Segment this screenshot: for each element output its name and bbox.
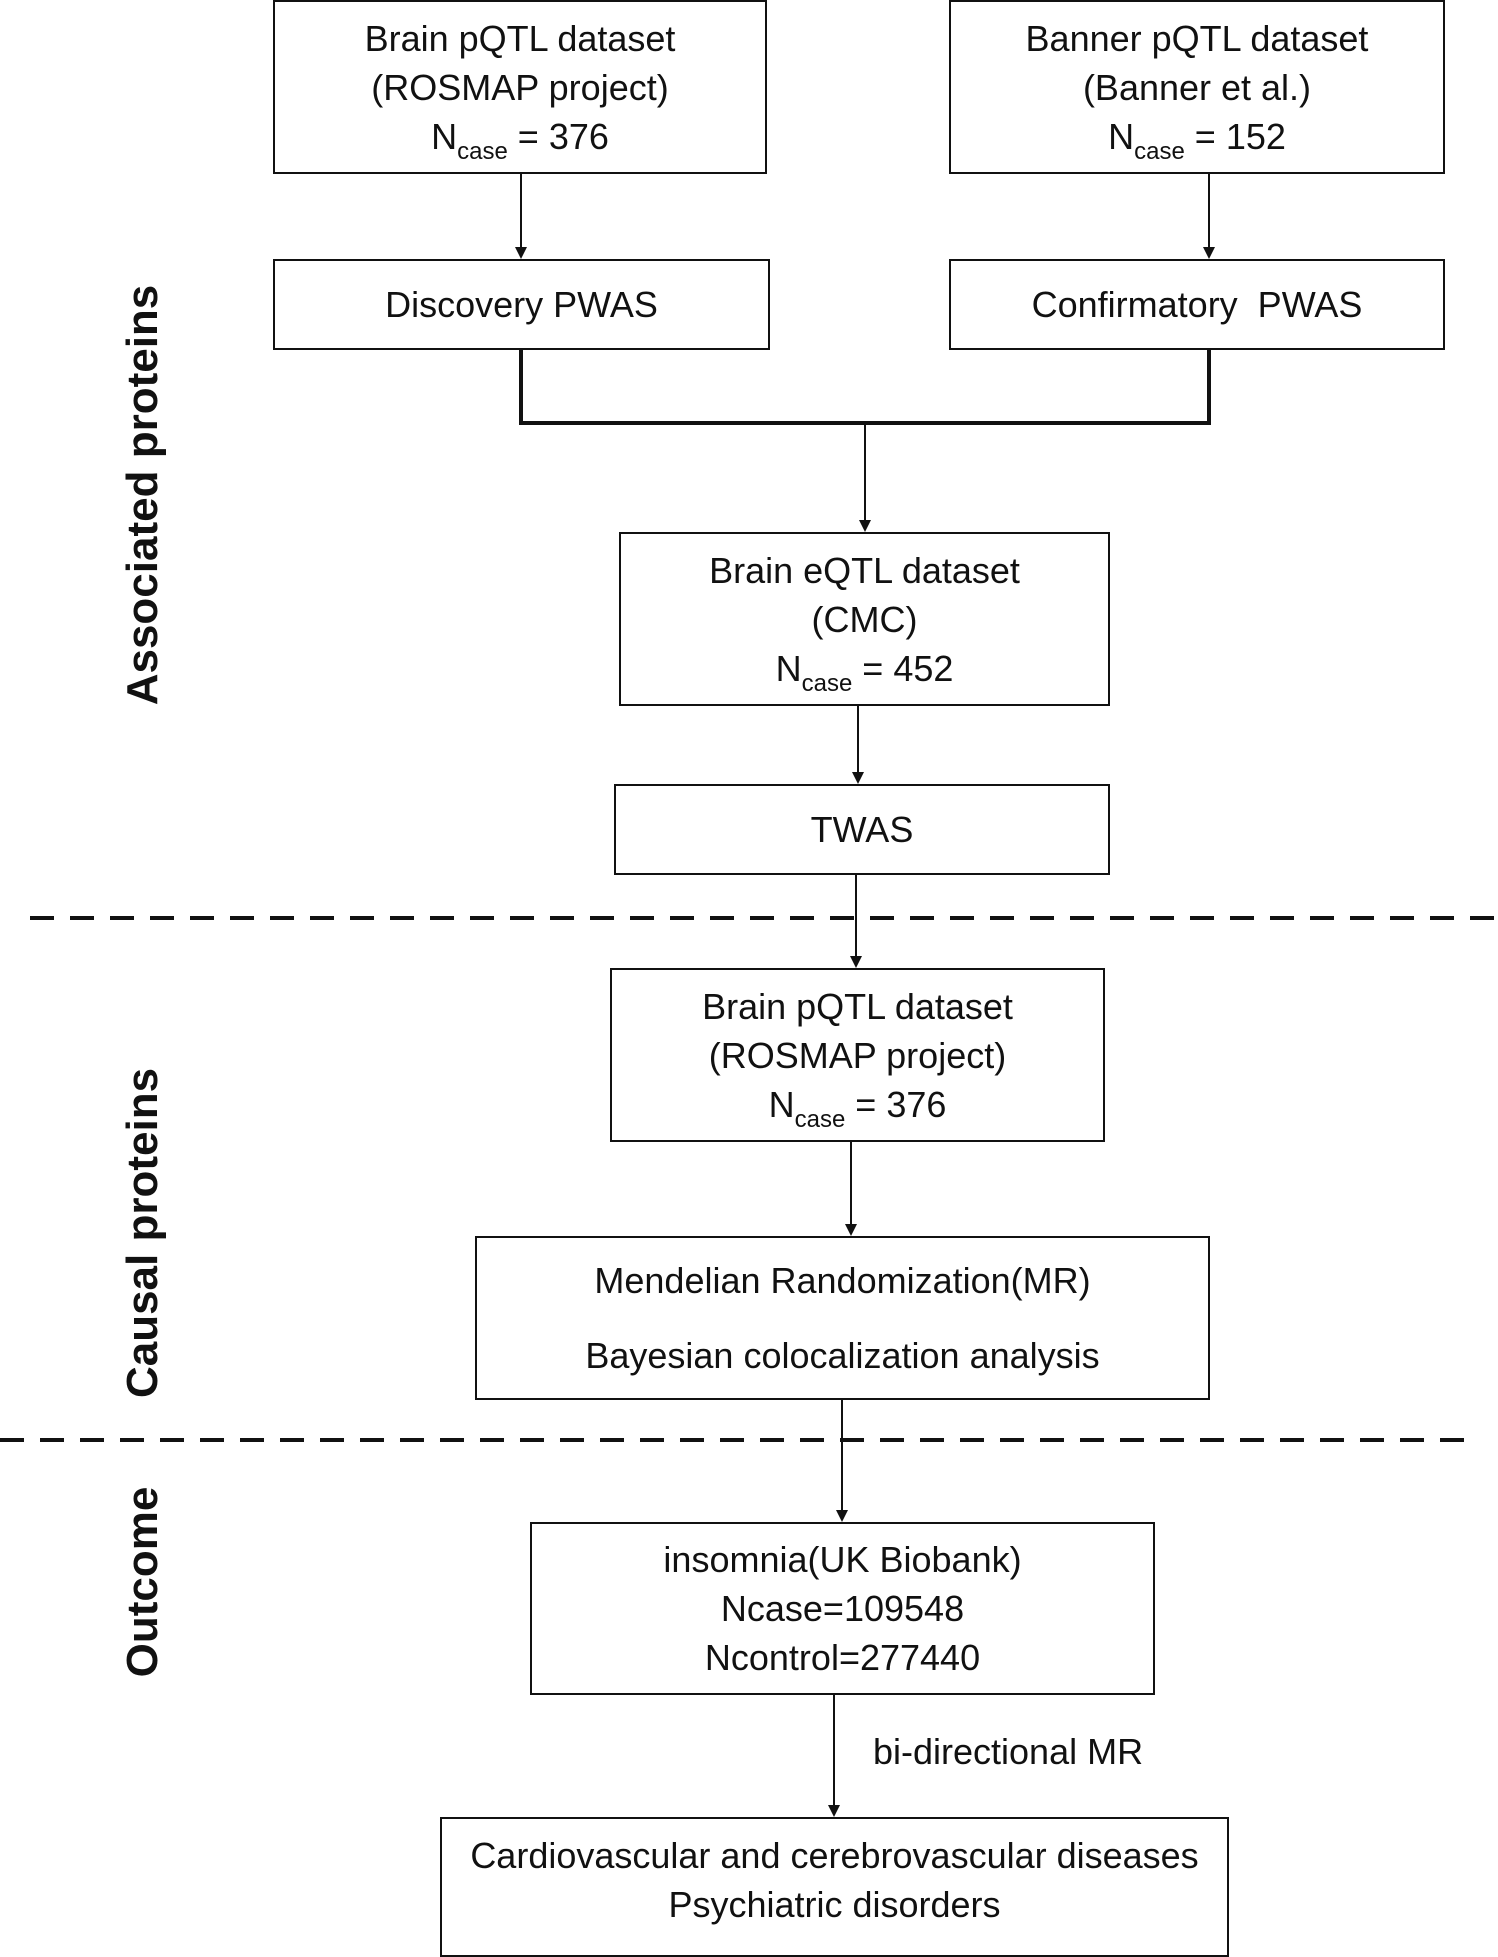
sample-size: Ncase = 152 (1108, 115, 1286, 165)
box-brain-pqtl-dataset-2: Brain pQTL dataset (ROSMAP project) Ncas… (610, 968, 1105, 1142)
box-title: Banner pQTL dataset (1025, 17, 1369, 59)
sample-size: Ncase = 452 (775, 647, 954, 697)
sample-size: Ncase = 376 (768, 1083, 947, 1133)
box-title: Cardiovascular and cerebrovascular disea… (470, 1835, 1199, 1876)
box-discovery-pwas: Discovery PWAS (273, 259, 770, 350)
box-subtitle: (CMC) (811, 598, 918, 640)
box-title: insomnia(UK Biobank) (663, 1539, 1022, 1580)
side-label-associated-proteins: Associated proteins (118, 284, 167, 706)
box-subtitle: (ROSMAP project) (708, 1034, 1007, 1076)
box-subtitle: Psychiatric disorders (668, 1884, 1001, 1925)
edge-label-bidirectional-mr: bi-directional MR (873, 1731, 1144, 1772)
box-title: Mendelian Randomization(MR) (594, 1260, 1091, 1301)
sample-size: Ncase = 376 (431, 115, 609, 165)
box-confirmatory-pwas: Confirmatory PWAS (949, 259, 1445, 350)
box-mendelian-randomization: Mendelian Randomization(MR) Bayesian col… (475, 1236, 1210, 1400)
box-subtitle: Bayesian colocalization analysis (585, 1335, 1100, 1376)
box-label: Discovery PWAS (385, 284, 658, 325)
box-title: Brain pQTL dataset (364, 17, 676, 59)
box-subtitle: (ROSMAP project) (371, 66, 669, 108)
box-title: Brain pQTL dataset (702, 985, 1013, 1027)
side-label-outcome: Outcome (118, 1486, 167, 1678)
box-label: TWAS (810, 809, 914, 850)
box-brain-pqtl-dataset: Brain pQTL dataset (ROSMAP project) Ncas… (273, 0, 767, 174)
box-title: Brain eQTL dataset (709, 549, 1020, 591)
box-twas: TWAS (614, 784, 1110, 875)
box-diseases: Cardiovascular and cerebrovascular disea… (440, 1817, 1229, 1957)
box-brain-eqtl-dataset: Brain eQTL dataset (CMC) Ncase = 452 (619, 532, 1110, 706)
merge-bracket (519, 349, 1211, 425)
side-label-causal-proteins: Causal proteins (118, 1067, 167, 1399)
box-banner-pqtl-dataset: Banner pQTL dataset (Banner et al.) Ncas… (949, 0, 1445, 174)
control-count: Ncontrol=277440 (704, 1637, 981, 1678)
box-label: Confirmatory PWAS (1031, 284, 1363, 325)
box-subtitle: (Banner et al.) (1082, 66, 1312, 108)
connector-layer (0, 173, 1498, 1817)
case-count: Ncase=109548 (720, 1588, 965, 1629)
box-insomnia: insomnia(UK Biobank) Ncase=109548 Ncontr… (530, 1522, 1155, 1695)
